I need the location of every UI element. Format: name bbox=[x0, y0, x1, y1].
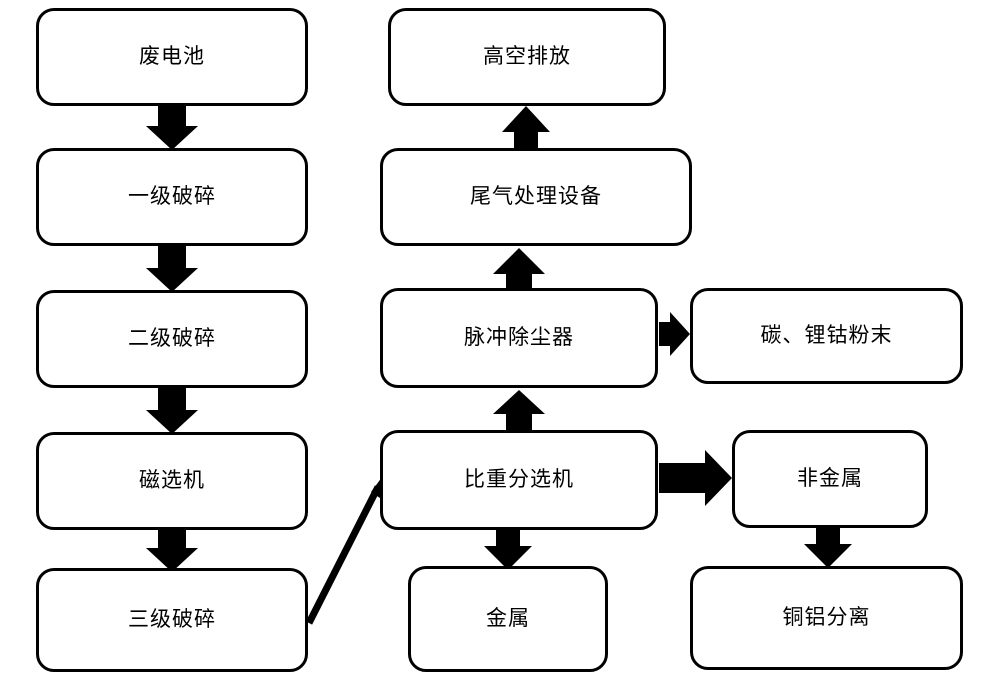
node-primary-crushing[interactable]: 一级破碎 bbox=[36, 148, 308, 246]
node-waste-battery[interactable]: 废电池 bbox=[36, 8, 308, 106]
edge-gravity-to-pulse-arrow bbox=[493, 390, 545, 432]
edge-tertiary-to-gravity-arrow bbox=[305, 473, 386, 625]
node-gravity-separator[interactable]: 比重分选机 bbox=[380, 430, 658, 530]
edge-primary-to-secondary-arrow bbox=[146, 244, 198, 292]
edge-magnetic-to-tertiary-arrow bbox=[146, 528, 198, 572]
node-label-secondary-crushing: 二级破碎 bbox=[128, 326, 216, 351]
node-copper-aluminum-separation[interactable]: 铜铝分离 bbox=[690, 566, 963, 670]
node-label-waste-battery: 废电池 bbox=[139, 44, 205, 69]
node-tertiary-crushing[interactable]: 三级破碎 bbox=[36, 568, 308, 672]
node-metal[interactable]: 金属 bbox=[408, 566, 608, 672]
node-label-copper-aluminum-separation: 铜铝分离 bbox=[782, 605, 871, 630]
edge-pulse-to-exhaust-arrow bbox=[493, 248, 545, 290]
edge-secondary-to-magnetic-arrow bbox=[146, 386, 198, 434]
node-label-primary-crushing: 一级破碎 bbox=[128, 184, 216, 209]
edge-nonmetal-to-cuAl-arrow bbox=[804, 527, 852, 568]
node-label-carbon-licoo-powder: 碳、锂钴粉末 bbox=[760, 323, 893, 348]
node-label-magnetic-separator: 磁选机 bbox=[139, 468, 205, 493]
edge-exhaust-to-emission-arrow bbox=[502, 106, 550, 148]
node-label-tertiary-crushing: 三级破碎 bbox=[128, 607, 216, 632]
node-non-metal[interactable]: 非金属 bbox=[732, 430, 928, 528]
node-exhaust-treatment[interactable]: 尾气处理设备 bbox=[380, 148, 692, 246]
edge-gravity-to-nonmetal-arrow bbox=[659, 450, 732, 506]
node-label-high-altitude-emission: 高空排放 bbox=[483, 44, 571, 69]
edge-waste-to-primary-arrow bbox=[146, 104, 198, 150]
node-magnetic-separator[interactable]: 磁选机 bbox=[36, 432, 308, 530]
node-label-exhaust-treatment: 尾气处理设备 bbox=[470, 184, 602, 209]
node-high-altitude-emission[interactable]: 高空排放 bbox=[388, 8, 666, 106]
node-label-gravity-separator: 比重分选机 bbox=[464, 467, 574, 492]
node-label-non-metal: 非金属 bbox=[797, 466, 863, 491]
node-secondary-crushing[interactable]: 二级破碎 bbox=[36, 290, 308, 388]
node-label-pulse-dust-collector: 脉冲除尘器 bbox=[464, 325, 574, 350]
node-label-metal: 金属 bbox=[486, 606, 530, 631]
node-carbon-licoo-powder[interactable]: 碳、锂钴粉末 bbox=[690, 288, 963, 384]
node-pulse-dust-collector[interactable]: 脉冲除尘器 bbox=[380, 288, 658, 388]
edge-pulse-to-powder-arrow bbox=[659, 312, 690, 356]
edge-gravity-to-metal-arrow bbox=[484, 530, 532, 570]
